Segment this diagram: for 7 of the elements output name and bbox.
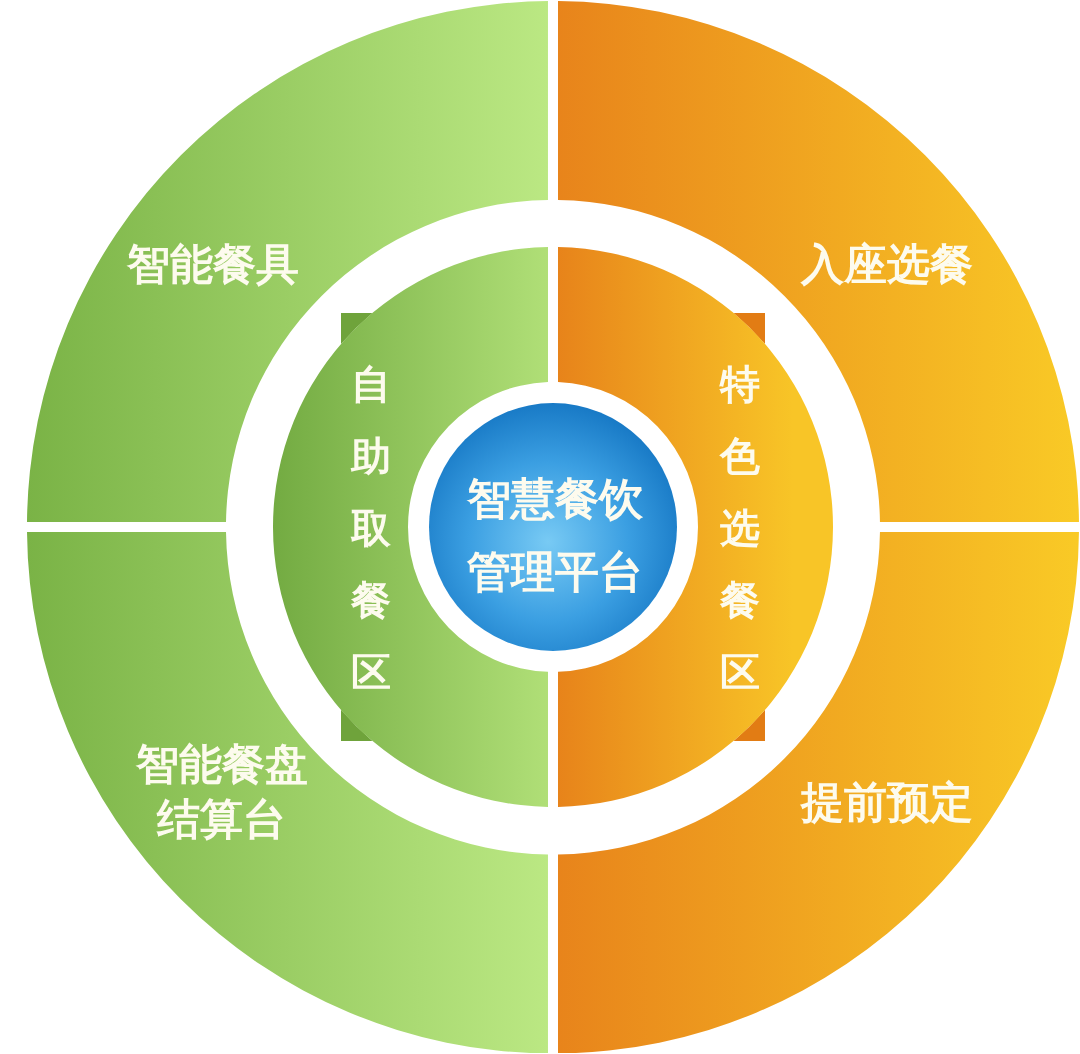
vertical-label: 自助取餐区 [351,360,391,697]
segment-label: 智能餐具 [126,239,300,291]
segment-label: 入座选餐 [799,239,974,291]
segment-label: 提前预定 [799,777,974,829]
vertical-label: 特色选餐区 [720,360,760,697]
segment-label: 智能餐盘结算台 [135,737,309,846]
center-label: 智慧餐饮管理平台 [466,472,644,599]
